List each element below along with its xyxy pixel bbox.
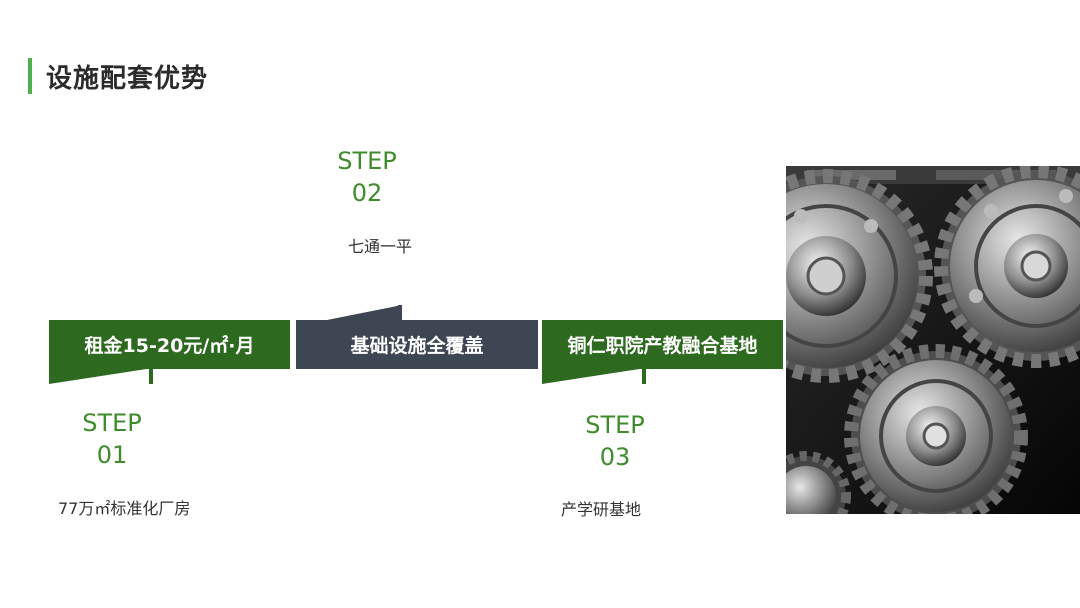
step-01-description: 77万㎡标准化厂房 (58, 499, 191, 518)
step-03-description: 产学研基地 (561, 500, 642, 519)
step-01-word: STEP (82, 409, 142, 437)
gears-illustration (786, 166, 1080, 514)
step-02-pointer-edge (398, 305, 402, 321)
step-02-banner-text: 基础设施全覆盖 (350, 335, 484, 357)
title-accent-bar (28, 58, 32, 94)
step-01-banner: 租金15-20元/㎡·月 (49, 320, 290, 369)
step-02-number: 02 (351, 179, 383, 207)
gears-photo-icon (786, 166, 1080, 514)
step-03-pointer-edge (642, 368, 646, 384)
step-02-description: 七通一平 (348, 237, 413, 256)
page-title: 设施配套优势 (46, 63, 209, 94)
step-03-banner-text: 铜仁职院产教融合基地 (567, 335, 758, 357)
step-01-label: STEP 01 (77, 407, 147, 471)
step-02-pointer (322, 305, 402, 321)
step-03-number: 03 (599, 443, 631, 471)
step-02-banner: 基础设施全覆盖 (296, 320, 538, 369)
step-01-banner-text: 租金15-20元/㎡·月 (84, 335, 255, 357)
step-03-label: STEP 03 (580, 409, 650, 473)
step-02-word: STEP (337, 147, 397, 175)
step-01-pointer (49, 368, 153, 384)
page-title-group: 设施配套优势 (28, 56, 208, 96)
step-02-label: STEP 02 (332, 145, 402, 209)
step-03-banner: 铜仁职院产教融合基地 (542, 320, 783, 369)
step-01-number: 01 (96, 441, 128, 469)
step-03-word: STEP (585, 411, 645, 439)
step-03-pointer (542, 368, 646, 384)
step-01-pointer-edge (149, 368, 153, 384)
